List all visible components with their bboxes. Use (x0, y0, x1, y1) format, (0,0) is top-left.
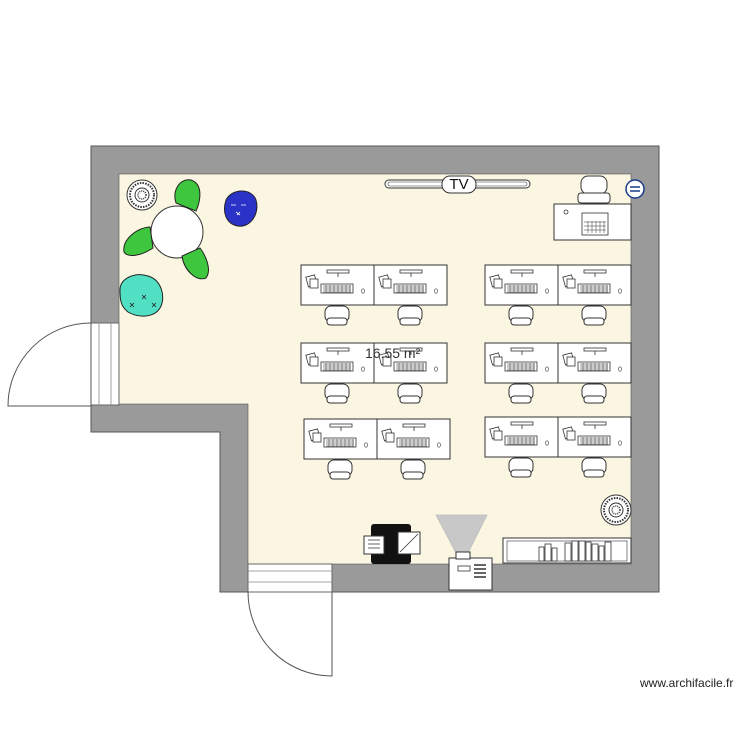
bookshelf-icon (502, 537, 632, 564)
armchair-icon (181, 247, 209, 280)
armchair-icon (224, 190, 258, 227)
window-icon (90, 322, 120, 406)
office-chair-icon (580, 175, 608, 195)
door-icon (7, 322, 92, 407)
plant-icon (600, 494, 632, 526)
lounge-area (119, 179, 258, 317)
armchair-icon (174, 179, 201, 212)
projector-icon (435, 514, 493, 591)
armchair-icon (119, 274, 164, 317)
watermark[interactable]: www.archifacile.fr (640, 676, 734, 690)
electrical-outlet-icon (625, 179, 645, 199)
printer-icon (363, 524, 421, 564)
door-icon (247, 591, 333, 677)
tv-label: TV (449, 176, 469, 193)
tv-icon (384, 175, 531, 194)
plant-icon (126, 179, 158, 211)
armchair-icon (123, 226, 154, 256)
teacher-desk (553, 175, 645, 241)
room-area-label: 16.55 m² (365, 345, 421, 361)
computer-icon (581, 212, 609, 236)
bottom-door[interactable] (247, 563, 333, 677)
left-door[interactable] (7, 322, 120, 407)
